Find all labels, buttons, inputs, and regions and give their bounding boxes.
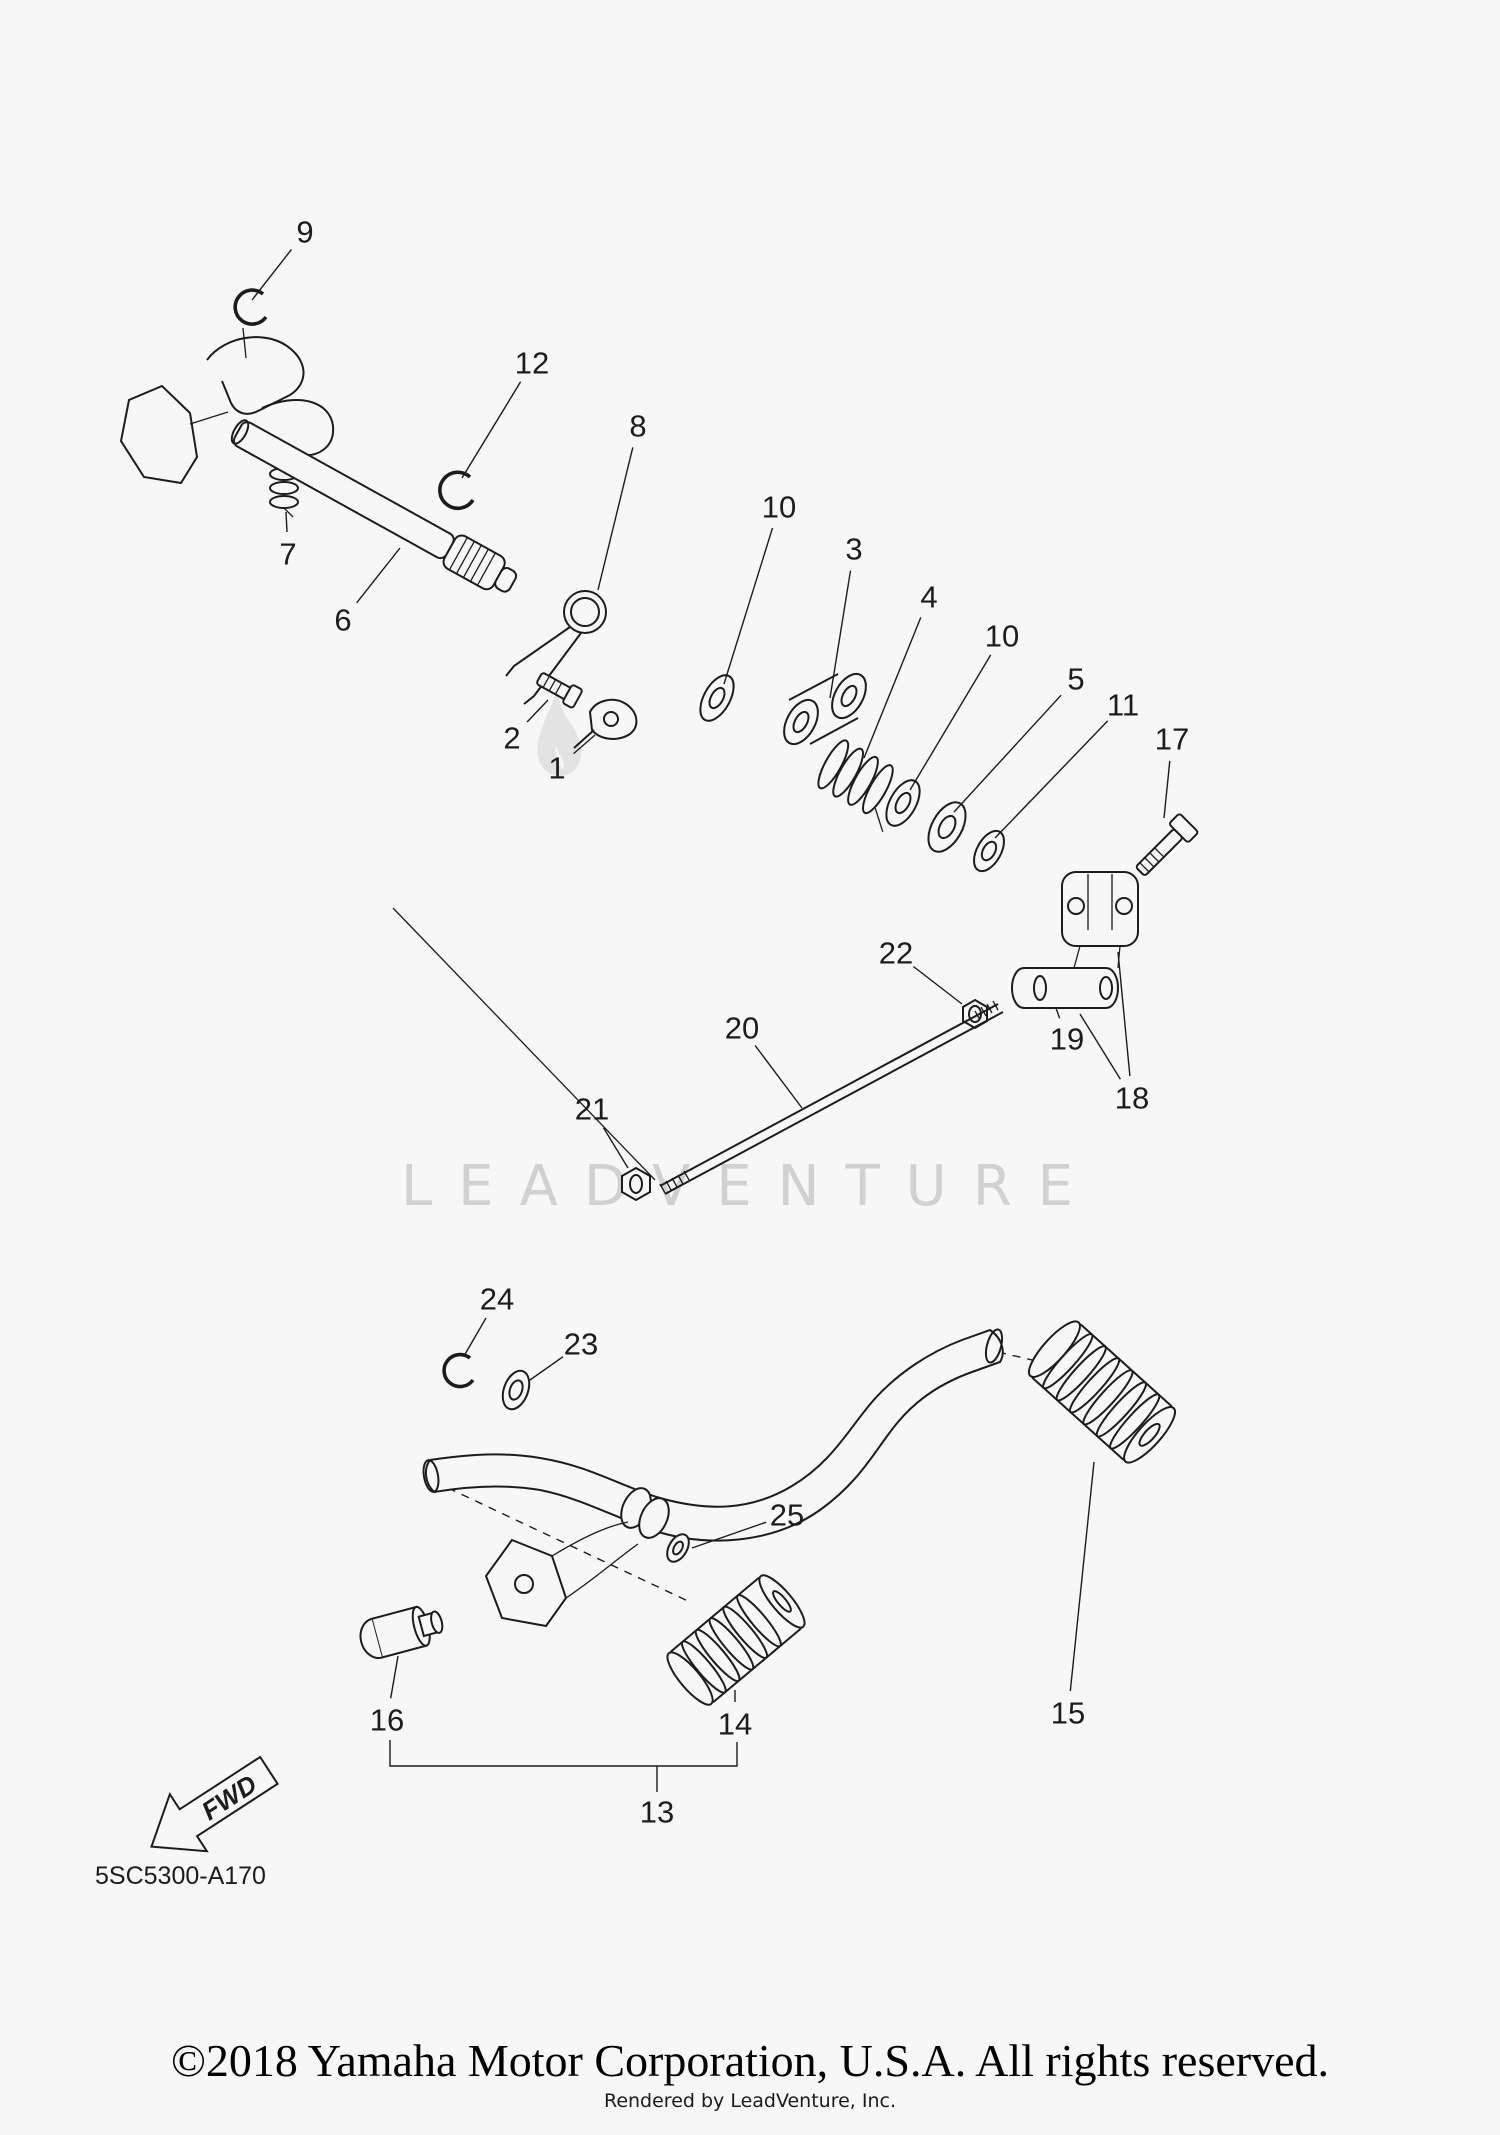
part-23-collar [501,1369,531,1411]
callout-9: 9 [296,215,313,250]
leader-line-1 [573,734,596,755]
part-24-circlip [442,1352,475,1389]
part-22-nut [962,998,988,1030]
leader-line-23 [529,1356,564,1381]
callout-18: 18 [1115,1081,1149,1116]
callout-5: 5 [1067,662,1084,697]
callout-8: 8 [629,409,646,444]
callout-1: 1 [548,751,565,786]
leader-line-17 [1163,760,1171,819]
callout-21: 21 [575,1092,609,1127]
assembly-reference-line [392,907,656,1181]
part-21-nut [621,1166,651,1202]
callout-12: 12 [515,346,549,381]
callout-6: 6 [334,603,351,638]
leader-line-2 [526,699,549,723]
leader-line-12 [461,381,522,479]
part-6-shift-guide [119,327,335,485]
leader-line-18 [1117,951,1131,1077]
leader-line-7 [285,511,288,533]
callout-16: 16 [370,1703,404,1738]
part-11-washer [973,829,1005,873]
part-5-washer [927,801,967,853]
callout-17: 17 [1155,722,1189,757]
callout-13-bracket [389,1740,738,1792]
leader-line-15 [1069,1461,1095,1692]
callout-24: 24 [480,1282,514,1317]
leader-line-20 [754,1045,803,1109]
part-25-washer [666,1533,690,1563]
leader-line-11 [994,720,1109,839]
part-4-coil-spring [817,739,894,833]
leader-line-24 [463,1317,487,1357]
part-9-circlip [233,288,268,326]
part-code: 5SC5300-A170 [95,1862,266,1890]
part-6-shift-shaft [230,419,518,593]
pedal-mount-bracket [484,1521,639,1628]
part-16-roller [359,1605,444,1659]
part-8-torsion-spring [505,590,607,705]
fwd-arrow: FWD [150,1755,279,1853]
callout-10: 10 [762,490,796,525]
leader-line-25 [691,1521,767,1549]
leader-line-19 [1055,1007,1061,1019]
callout-3: 3 [845,532,862,567]
upper-assembly [119,288,1199,1202]
callout-14: 14 [718,1707,752,1742]
part-14-footrest-rubber [666,1574,806,1706]
callout-2: 2 [503,721,520,756]
leader-line-8 [597,447,634,591]
part-15-footrest-rubber [1028,1320,1176,1464]
part-18-shift-arm-holder [1010,871,1139,1009]
part-12-circlip [438,470,475,511]
rendered-by-text: Rendered by LeadVenture, Inc. [603,2090,897,2112]
callout-22: 22 [879,936,913,971]
leader-line-3 [829,570,852,699]
leader-line-9 [251,248,293,301]
part-13-shift-pedal [422,1328,1004,1542]
callout-20: 20 [725,1011,759,1046]
part-17-bolt [1135,813,1199,876]
leader-line-10 [723,527,774,685]
leader-line-16 [390,1655,399,1699]
leader-line-22 [912,965,963,1005]
leader-line-5 [953,694,1062,813]
part-10-washer [699,674,735,722]
callout-layer: 9 12 8 10 3 4 10 5 11 17 7 6 21 22 20 19 18 21 24 23 25 16 14 1… [251,215,1189,1830]
callout-23: 23 [564,1327,598,1362]
copyright-text: ©2018 Yamaha Motor Corporation, U.S.A. A… [170,2035,1330,2086]
callout-25: 25 [770,1498,804,1533]
pedal-assembly [359,1320,1176,1792]
part-20-shift-rod [659,1000,1004,1195]
leader-line-10 [909,654,992,791]
callout-11: 11 [1107,688,1139,723]
callout-15: 15 [1051,1696,1085,1731]
part-1-stopper-lever [573,698,638,749]
callout-10: 10 [985,619,1019,654]
part-3-pawl-link [783,672,867,746]
leader-line-6 [356,547,401,604]
part-2-stud-bolt [536,672,583,709]
leader-line-18 [1079,1013,1121,1080]
callout-19: 19 [1050,1022,1084,1057]
callout-13: 13 [640,1795,674,1830]
leader-line-4 [863,617,922,759]
callout-7: 7 [279,537,296,572]
watermark-text: LEADVENTURE [401,1154,1099,1219]
part-19-joint [1033,975,1047,1001]
leadventure-flame-icon [537,690,582,777]
callout-4: 4 [920,580,937,615]
leader-line-21 [602,1127,629,1169]
part-10-washer [885,779,921,827]
